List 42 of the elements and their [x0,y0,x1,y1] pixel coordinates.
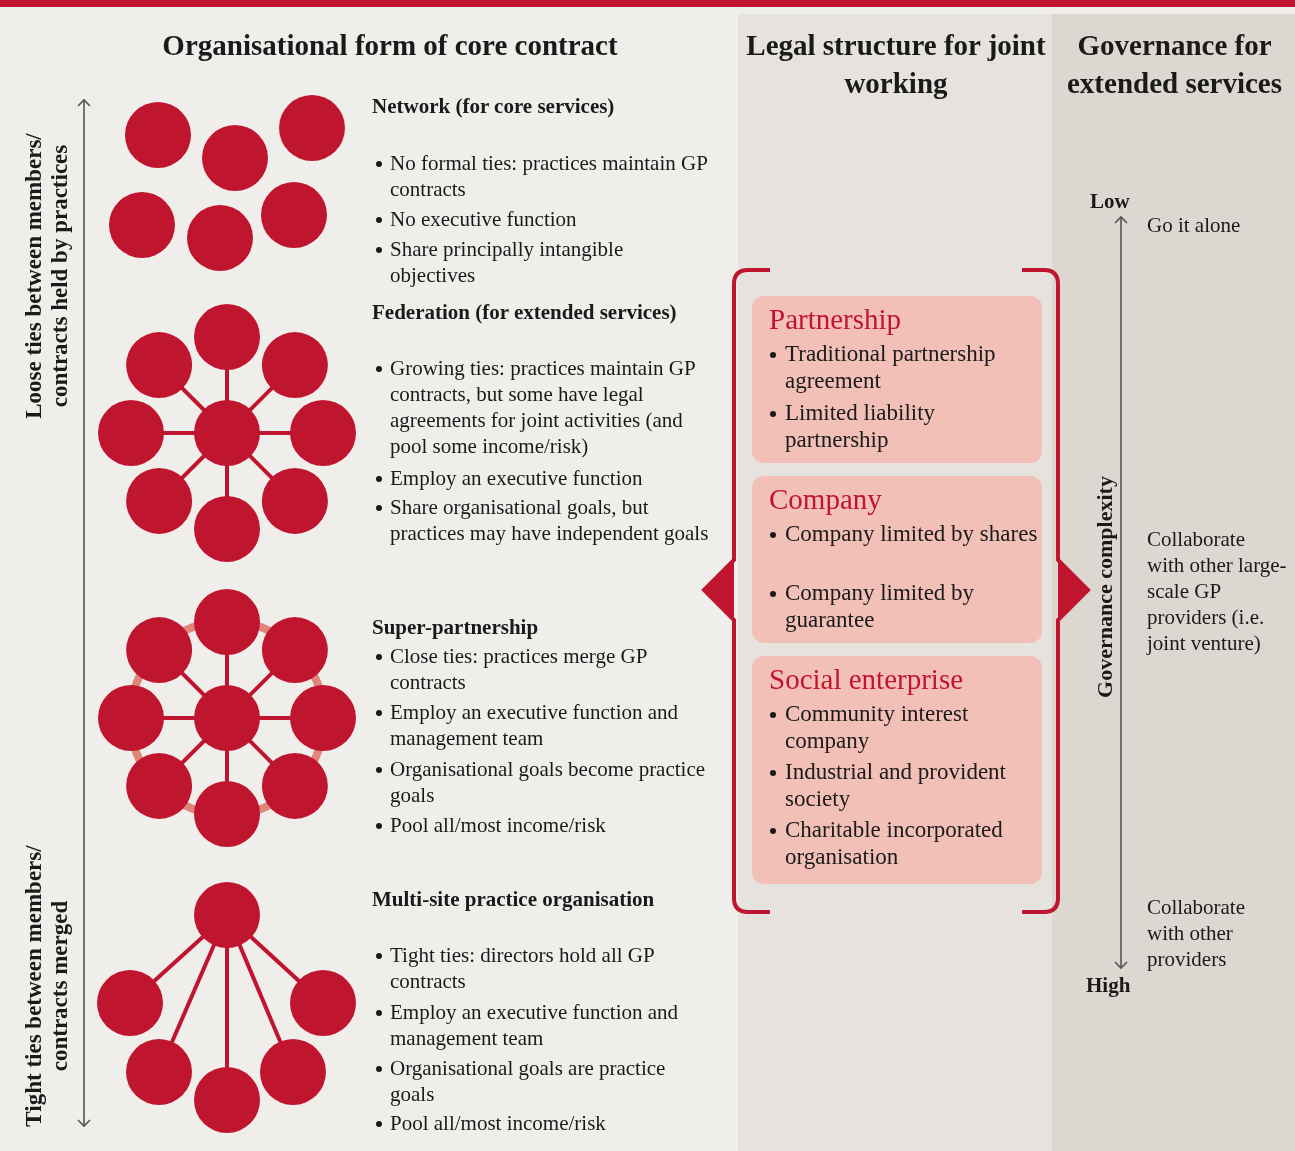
bullet-text: Pool all/most income/risk [390,812,607,838]
category-box [752,476,1042,643]
column-heading: Governance for extended services [1066,28,1283,101]
bullet-text: Company limited by shares [785,520,1039,547]
bullet-text: Organisational goals are practice goals [390,1055,667,1107]
axis-end-label: High [1086,972,1132,998]
bullet-text: Charitable incorporated organisation [785,816,1004,870]
block-heading: Federation (for extended services) [372,299,678,325]
category-box [752,656,1042,884]
box-heading: Social enterprise [769,662,964,696]
bullet-text: Employ an executive function [390,465,644,491]
bullet-text: No executive function [390,206,578,232]
bullet-text: Pool all/most income/risk [390,1110,607,1136]
bullet-text: Traditional partnership agreement [785,340,997,394]
bullet-text: Employ an executive function and management team [390,999,680,1051]
block-heading: Network (for core services) [372,93,616,119]
axis-label: Loose ties between members/ contracts held by practices [21,132,73,421]
bullet-text: Organisational goals become practice goals [390,756,707,808]
axis-label: Governance complexity [1092,475,1118,700]
bullet-text: Share principally intangible objectives [390,236,625,288]
column-heading: Organisational form of core contract [161,28,619,63]
bullet-text: Employ an executive function and management team [390,699,680,751]
category-box [752,296,1042,463]
note-text: Go it alone [1147,212,1242,238]
bullet-text: Growing ties: practices maintain GP contracts, but some have legal agreements for joint activities (and pool some income/risk) [390,355,696,459]
column-heading: Legal structure for joint working [745,28,1047,101]
bullet-text: Limited liability partnership [785,399,937,453]
box-heading: Partnership [769,302,902,336]
bullet-text: No formal ties: practices maintain GP contracts [390,150,709,202]
axis-label: Tight ties between members/ contracts merged [21,844,73,1129]
bullet-text: Close ties: practices merge GP contracts [390,643,648,695]
box-heading: Company [769,482,882,516]
note-text: Collaborate with other providers [1147,894,1246,972]
bullet-text: Community interest company [785,700,970,754]
bullet-text: Company limited by guarantee [785,579,976,633]
note-text: Collaborate with other large-scale GP providers (i.e. joint venture) [1147,526,1287,656]
block-heading: Multi-site practice organisation [372,886,656,912]
bullet-text: Industrial and provident society [785,758,1007,812]
bullet-text: Tight ties: directors hold all GP contracts [390,942,655,994]
block-heading: Super-partnership [372,614,540,640]
axis-end-label: Low [1090,188,1131,214]
bullet-text: Share organisational goals, but practices may have independent goals [390,494,710,546]
